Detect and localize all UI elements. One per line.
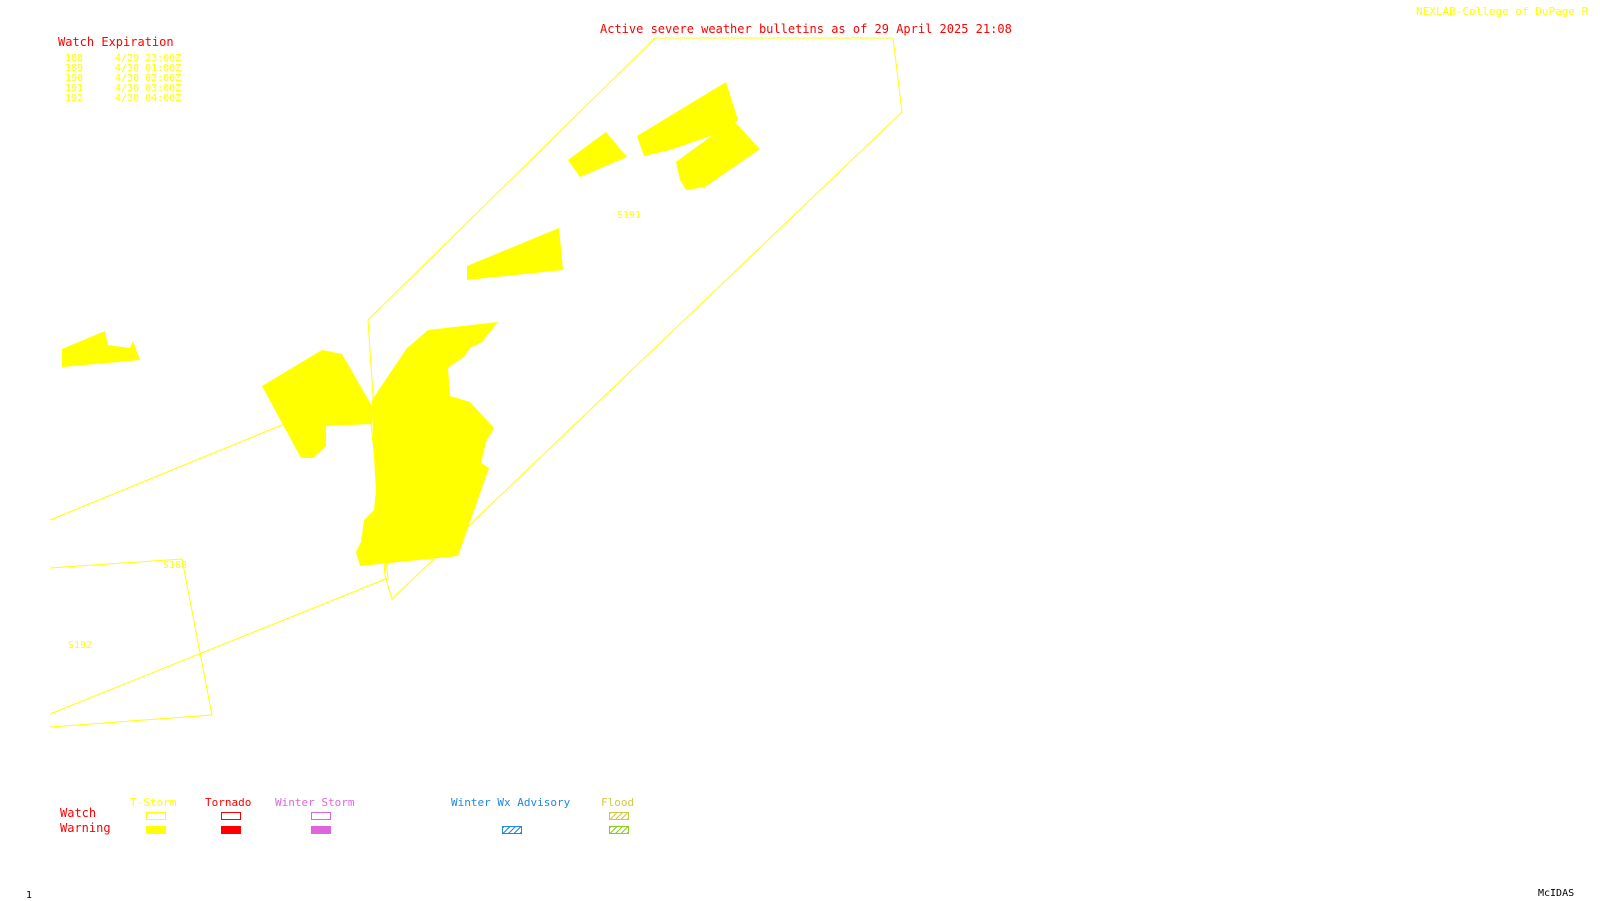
legend-flood-label: Flood — [601, 796, 635, 809]
tstorm-warning-polygon — [262, 350, 373, 458]
watch-expires: 4/30 01:00Z — [115, 63, 182, 74]
software-label: McIDAS — [1538, 888, 1575, 899]
watch-id: 190 — [65, 73, 84, 84]
watch-id: 191 — [65, 83, 84, 94]
legend-row-warning-label: Warning — [60, 821, 111, 835]
watch-table-row: 189 4/30 01:00Z — [65, 64, 181, 74]
watch-table-row: 191 4/30 03:00Z — [65, 84, 181, 94]
credit-label: NEXLAB-College of DuPage R — [1416, 5, 1589, 18]
tornado-watch-swatch — [221, 812, 241, 820]
watch-table-row: 192 4/30 04:00Z — [65, 94, 181, 104]
frame-number: 1 — [26, 890, 33, 901]
tstorm-warning-polygon — [676, 120, 760, 190]
watch-table-row: 190 4/30 02:00Z — [65, 74, 181, 84]
legend-row-watch-label: Watch — [60, 806, 97, 820]
legend-winter-storm-label: Winter Storm — [275, 796, 355, 809]
watch-expires: 4/30 04:00Z — [115, 93, 182, 104]
tstorm-warning-polygon — [467, 228, 563, 280]
tstorm-watch-swatch — [146, 812, 166, 820]
winter-storm-watch-swatch — [311, 812, 331, 820]
winter-storm-warning-swatch — [311, 826, 331, 834]
watch-label-s192: S192 — [68, 640, 93, 651]
tstorm-warning-polygon — [62, 331, 140, 367]
watch-table-row: 188 4/29 23:00Z — [65, 54, 181, 64]
watch-outline-191 — [367, 37, 903, 600]
watch-label-s188: S188 — [163, 560, 188, 571]
watch-id: 189 — [65, 63, 84, 74]
legend-tornado-label: Tornado — [205, 796, 252, 809]
flood-watch-swatch — [609, 812, 629, 820]
tstorm-warning-polygon — [568, 132, 627, 177]
legend-winter-wx-advisory-label: Winter Wx Advisory — [451, 796, 571, 809]
watch-expires: 4/29 23:00Z — [115, 53, 182, 64]
watch-table-heading: Watch Expiration — [58, 35, 174, 49]
tstorm-warning-polygon — [356, 322, 498, 566]
page-title: Active severe weather bulletins as of 29… — [600, 22, 1012, 36]
tstorm-warning-swatch — [146, 826, 166, 834]
watch-id: 188 — [65, 53, 84, 64]
winter-wx-advisory-swatch — [502, 826, 522, 834]
tstorm-warning-polygon — [637, 82, 738, 156]
watch-expires: 4/30 03:00Z — [115, 83, 182, 94]
flood-warning-swatch — [609, 826, 629, 834]
watch-expires: 4/30 02:00Z — [115, 73, 182, 84]
watch-id: 192 — [65, 93, 84, 104]
legend-tstorm-label: T-Storm — [130, 796, 177, 809]
tornado-warning-swatch — [221, 826, 241, 834]
watch-label-s191: S191 — [617, 210, 642, 221]
watch-outline-192 — [49, 558, 213, 728]
